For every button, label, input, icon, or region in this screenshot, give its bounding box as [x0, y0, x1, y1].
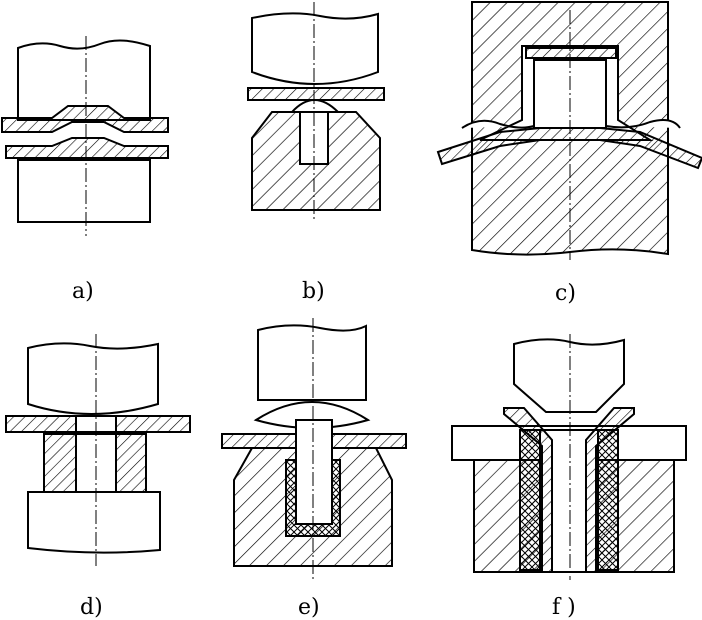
punch	[257, 324, 367, 401]
conical-punch	[513, 338, 625, 413]
upper-electrode	[17, 39, 151, 121]
sheet	[247, 87, 385, 101]
lower-die	[27, 491, 161, 554]
insert-right	[597, 429, 619, 571]
figure-d: d)	[5, 334, 191, 620]
lower-electrode	[17, 159, 151, 223]
insert-left	[519, 429, 541, 571]
figure-b: b)	[247, 2, 385, 304]
tube-wall-right	[585, 407, 635, 573]
rivet-head	[289, 99, 341, 113]
figure-f: f )	[451, 334, 687, 620]
label-a: a)	[72, 279, 94, 304]
rivet-cap	[525, 47, 617, 59]
rivet-head	[253, 401, 371, 429]
upper-sheet	[1, 105, 169, 133]
label-d: d)	[80, 595, 103, 620]
punch	[251, 12, 379, 85]
figure-a: a)	[1, 36, 169, 304]
flare-left	[461, 119, 535, 129]
label-f: f )	[552, 595, 576, 620]
upper-punch	[27, 342, 159, 415]
label-b: b)	[302, 279, 325, 304]
rivet-shank	[295, 419, 333, 525]
tube-wall-left	[503, 407, 553, 573]
curved-sheet	[436, 127, 702, 170]
label-c: c)	[555, 281, 576, 306]
label-e: e)	[298, 595, 320, 620]
figure-c: c)	[436, 1, 702, 306]
figure-e: e)	[221, 318, 407, 620]
lower-sheet	[5, 137, 169, 159]
flare-right	[605, 119, 681, 129]
